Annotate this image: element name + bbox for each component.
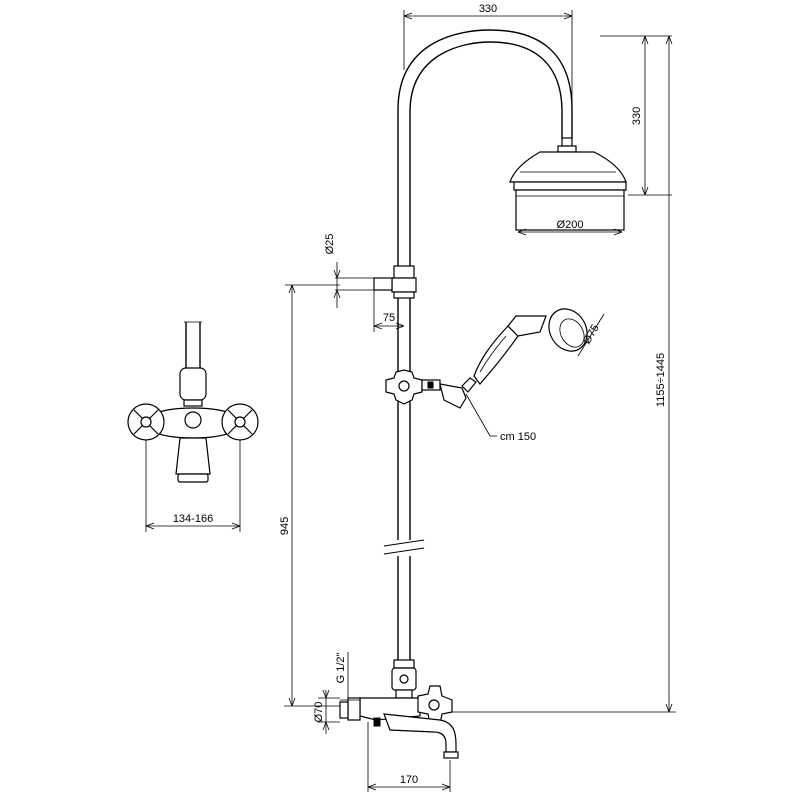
front-view-mixer (127, 321, 259, 483)
dim-centers: 134-166 (145, 440, 241, 532)
dim-head-diameter-label: Ø200 (557, 219, 584, 231)
dim-total-height: 1155÷1445 (420, 35, 676, 713)
dim-arm-height: 330 (600, 35, 672, 196)
dim-spout: 170 (367, 722, 451, 792)
dim-arm-height-label: 330 (631, 107, 643, 125)
dim-total-height-label: 1155÷1445 (655, 353, 667, 407)
bath-mixer (339, 659, 459, 759)
hand-shower (461, 308, 588, 393)
dim-thread: G 1/2" (335, 652, 360, 701)
dim-thread-label: G 1/2" (335, 653, 347, 684)
dim-spout-label: 170 (400, 774, 418, 786)
riser-pipe (383, 268, 425, 660)
hose-length-label: cm 150 (500, 431, 536, 443)
gooseneck-arm (397, 29, 573, 268)
dim-bracket-height-label: 945 (279, 517, 291, 535)
slide-holder (385, 369, 467, 409)
dim-escutcheon-label: Ø70 (313, 702, 325, 723)
shower-head (509, 137, 627, 231)
dim-bracket-height: 945 (279, 284, 340, 707)
dim-bracket-diameter: Ø25 (324, 234, 341, 308)
dim-bracket-diameter-label: Ø25 (324, 234, 336, 255)
dim-bracket-offset-label: 75 (383, 312, 395, 324)
dim-top-width-label: 330 (479, 3, 497, 15)
dim-head-diameter: Ø200 (517, 219, 623, 236)
dim-escutcheon: Ø70 (313, 689, 340, 734)
dim-centers-label: 134-166 (173, 513, 213, 525)
wall-bracket (285, 265, 417, 299)
dim-bracket-offset: 75 (373, 290, 405, 332)
hose-callout: cm 150 (465, 393, 536, 443)
dim-top-width: 330 (403, 3, 573, 140)
